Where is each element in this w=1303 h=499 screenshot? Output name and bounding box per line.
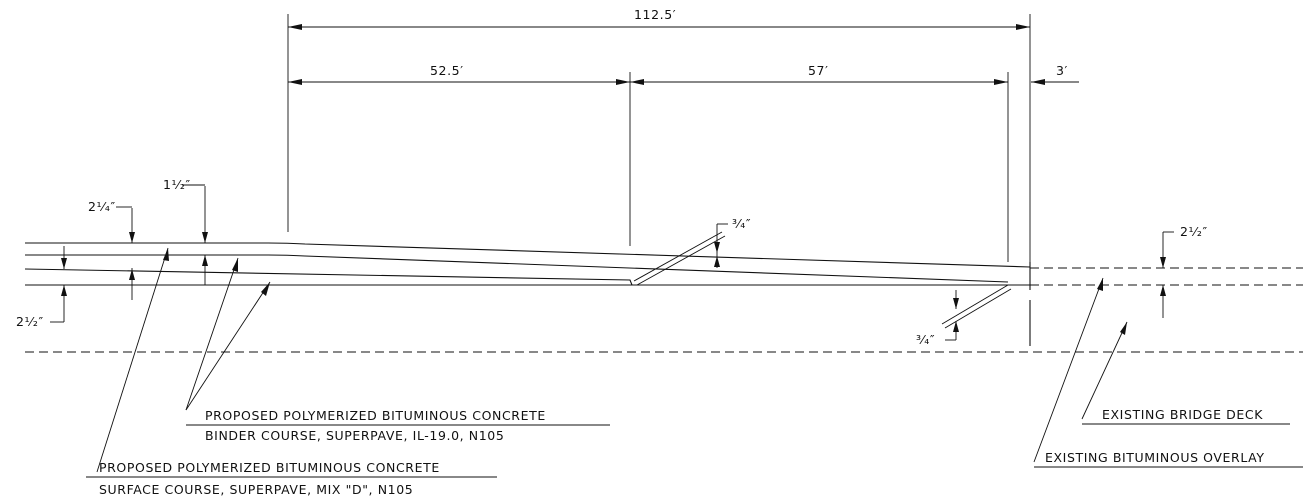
overall-dimension-label: 112.5′ — [634, 7, 676, 22]
right-span-dimension-label: 57′ — [808, 63, 829, 78]
surface-course-callout: PROPOSED POLYMERIZED BITUMINOUS CONCRETE… — [86, 460, 497, 497]
taper-bottom-thickness-dimension — [945, 290, 959, 341]
surface-thickness-dimension — [116, 206, 135, 300]
dimension-offset — [1031, 79, 1079, 85]
binder-bottom-thickness-dimension — [50, 246, 67, 323]
dimension-right-span — [630, 72, 1009, 262]
binder-callout-leaders — [185, 257, 271, 411]
bridge-deck-label: EXISTING BRIDGE DECK — [1102, 407, 1263, 422]
taper-top-thickness-label: ³⁄₄″ — [732, 216, 751, 231]
left-span-dimension-label: 52.5′ — [430, 63, 464, 78]
surface-thickness-label: 2¹⁄₄″ — [88, 199, 116, 214]
taper-bottom-thickness-label: ³⁄₄″ — [916, 332, 935, 347]
existing-pavement-dashed-lines — [25, 267, 1303, 353]
surface-callout-line2: SURFACE COURSE, SUPERPAVE, MIX "D", N105 — [99, 482, 413, 497]
bituminous-overlay-callout: EXISTING BITUMINOUS OVERLAY — [1034, 450, 1303, 468]
bituminous-overlay-label: EXISTING BITUMINOUS OVERLAY — [1045, 450, 1265, 465]
bridge-deck-callout: EXISTING BRIDGE DECK — [1082, 407, 1290, 425]
bituminous-overlay-callout-leader — [1033, 277, 1104, 463]
binder-bottom-thickness-label: 2¹⁄₂″ — [16, 314, 44, 329]
binder-top-thickness-label: 1¹⁄₂″ — [163, 177, 191, 192]
surface-callout-line1: PROPOSED POLYMERIZED BITUMINOUS CONCRETE — [99, 460, 440, 475]
taper-top-thickness-dimension — [714, 223, 728, 268]
pavement-layers — [24, 242, 1031, 346]
binder-callout-line2: BINDER COURSE, SUPERPAVE, IL-19.0, N105 — [205, 428, 504, 443]
existing-overlay-thickness-label: 2¹⁄₂″ — [1180, 224, 1208, 239]
binder-callout-line1: PROPOSED POLYMERIZED BITUMINOUS CONCRETE — [205, 408, 546, 423]
binder-top-thickness-dimension — [182, 184, 208, 285]
taper-break-lower — [941, 284, 1012, 329]
taper-break-upper — [633, 231, 726, 286]
offset-dimension-label: 3′ — [1056, 63, 1068, 78]
bridge-deck-callout-leader — [1081, 321, 1128, 420]
dimension-overall — [287, 14, 1031, 262]
existing-overlay-thickness-dimension — [1160, 231, 1174, 318]
surface-callout-leader — [96, 247, 169, 473]
dimension-left-span — [288, 72, 631, 246]
binder-course-callout: PROPOSED POLYMERIZED BITUMINOUS CONCRETE… — [186, 408, 610, 443]
